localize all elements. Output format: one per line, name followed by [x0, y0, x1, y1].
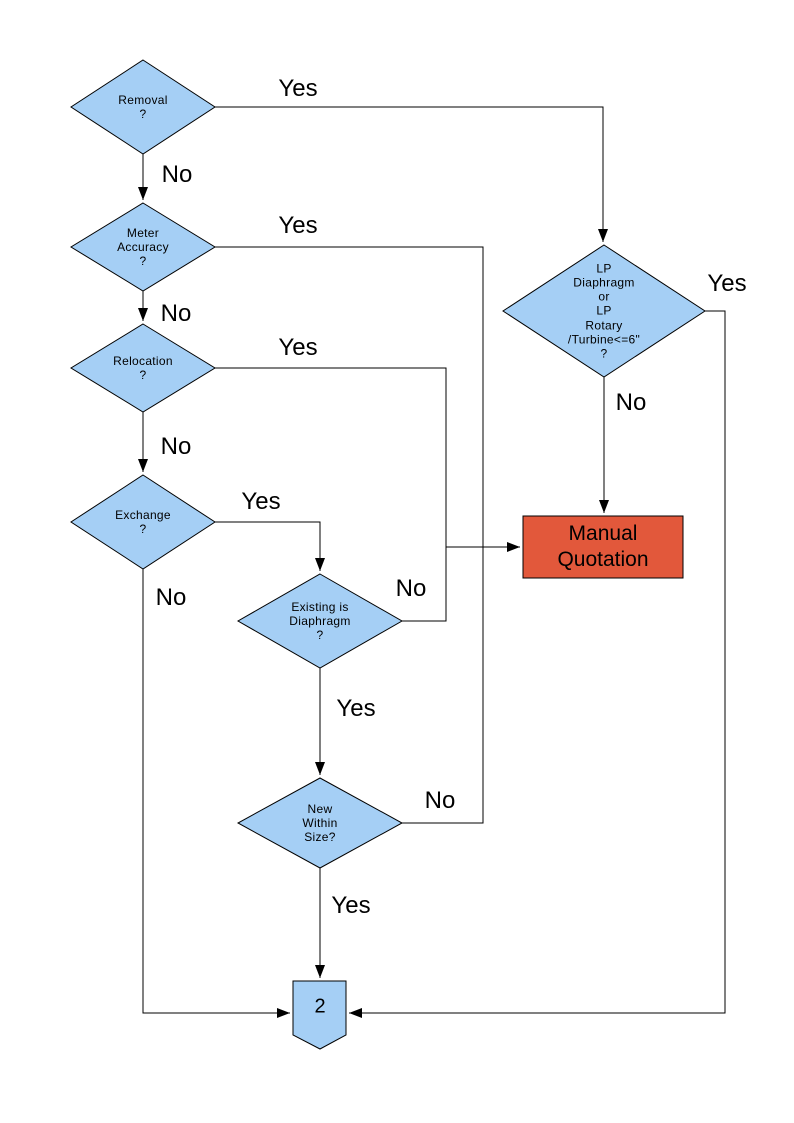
process-manual-quotation [522, 515, 684, 579]
edge-label-lp-yes: Yes [707, 270, 747, 297]
label-manual-quotation: Manual Quotation [557, 521, 649, 571]
label-removal: Removal ? [118, 92, 168, 121]
label-exchange: Exchange ? [115, 507, 171, 536]
label-lp-meter-type: LP Diaphragm or LP Rotary /Turbine<=6" ? [567, 261, 641, 361]
edge-label-new-within-size-no: No [424, 787, 456, 814]
edge-exchange-no [142, 569, 290, 1018]
edge-label-relocation-yes: Yes [278, 334, 318, 361]
edge-label-relocation-no: No [160, 433, 192, 460]
edge-label-lp-no: No [615, 389, 647, 416]
offpage-connector-2 [292, 980, 347, 1050]
edge-label-removal-no: No [161, 161, 193, 188]
edge-label-meter-accuracy-yes: Yes [278, 212, 318, 239]
edge-relocation-yes-collector [215, 367, 447, 622]
decision-removal [70, 59, 216, 155]
decision-relocation [70, 323, 216, 413]
label-relocation: Relocation ? [113, 353, 173, 382]
decision-exchange [70, 474, 216, 570]
label-existing-is-diaphragm: Existing is Diaphragm ? [289, 599, 351, 643]
edge-label-exchange-no: No [155, 584, 187, 611]
edge-removal-yes [215, 106, 608, 242]
decision-meter-accuracy [70, 202, 216, 292]
edge-label-existing-no: No [395, 575, 427, 602]
edge-label-existing-yes: Yes [336, 695, 376, 722]
edge-label-meter-accuracy-no: No [160, 300, 192, 327]
label-connector-2: 2 [314, 995, 326, 1018]
edge-lp-yes [349, 310, 726, 1018]
label-new-within-size: New Within Size? [302, 801, 338, 845]
edge-meter-accuracy-yes-collector [215, 246, 484, 824]
edge-label-new-within-size-yes: Yes [331, 892, 371, 919]
edge-label-exchange-yes: Yes [241, 488, 281, 515]
decision-existing-is-diaphragm [236, 573, 404, 669]
decision-new-within-size [236, 777, 404, 869]
edge-exchange-yes [215, 521, 325, 571]
edge-label-removal-yes: Yes [278, 75, 318, 102]
decision-lp-meter-type [502, 244, 706, 378]
label-meter-accuracy: Meter Accuracy ? [117, 225, 169, 269]
